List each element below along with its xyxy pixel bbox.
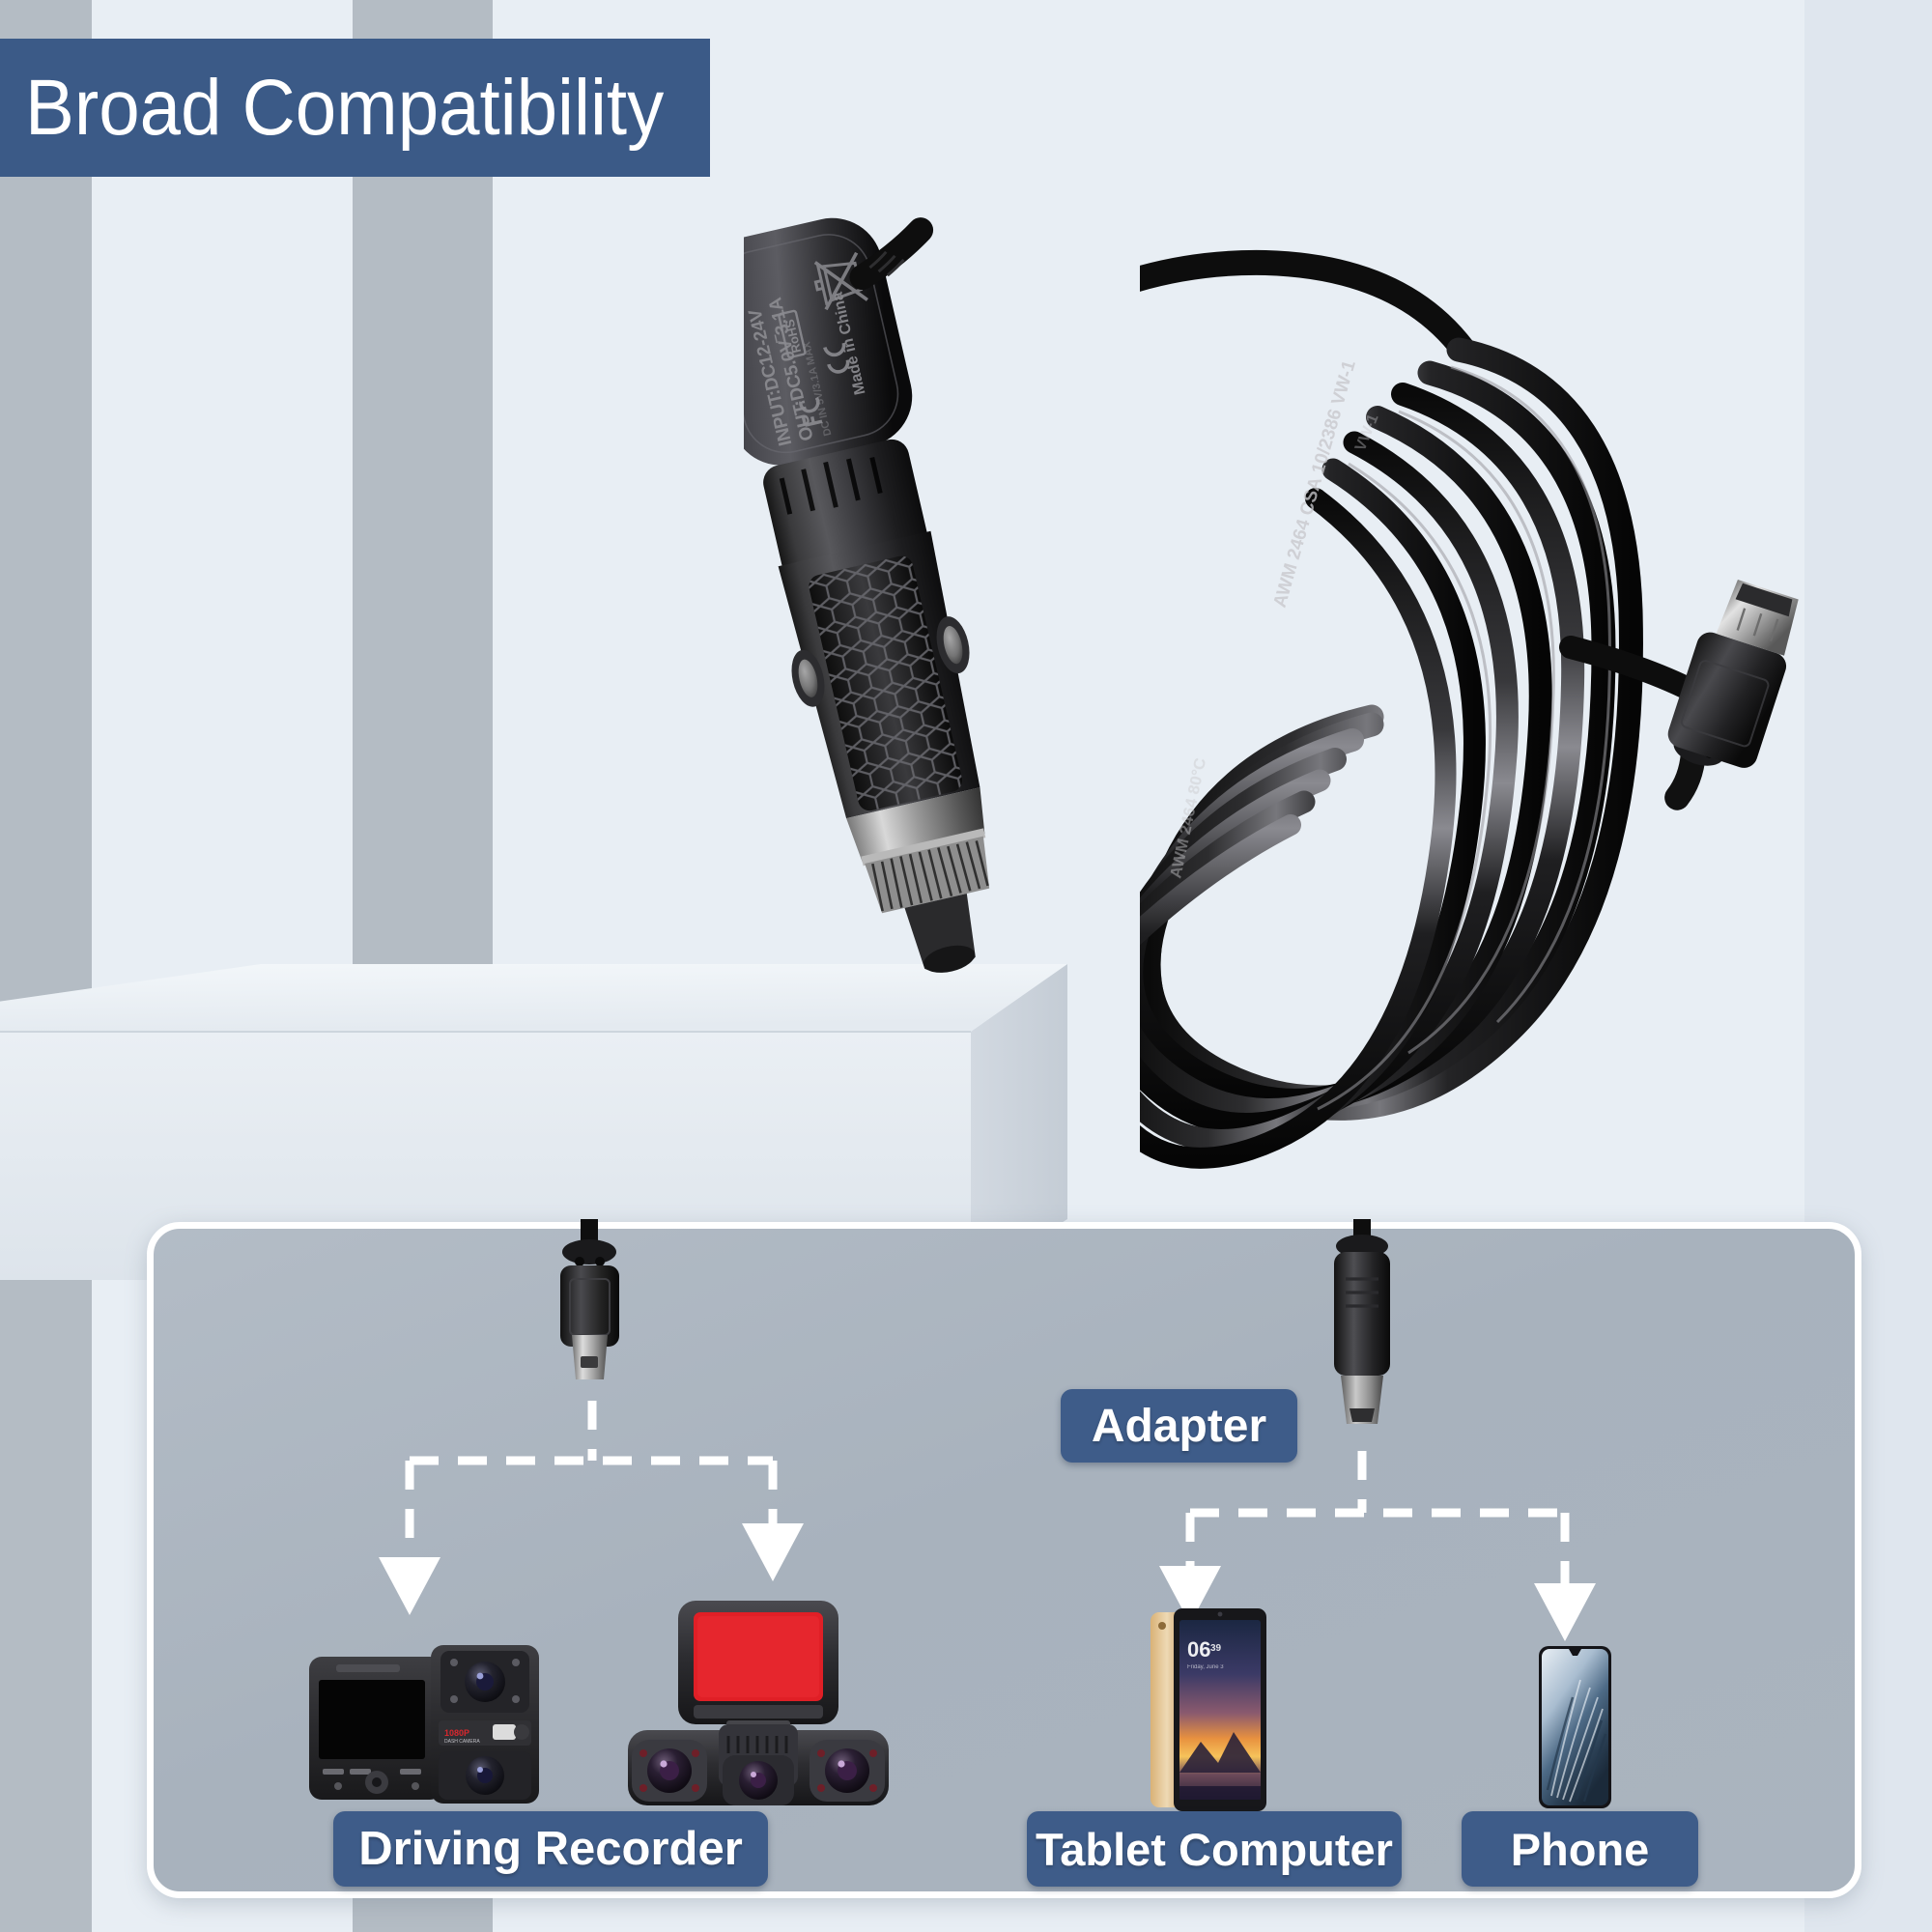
svg-text:06: 06 xyxy=(1187,1637,1210,1662)
badge-driving-recorder: Driving Recorder xyxy=(333,1811,768,1887)
adapter-connector-right-icon xyxy=(1309,1200,1415,1441)
badge-tablet-computer-label: Tablet Computer xyxy=(1036,1823,1393,1875)
svg-text:DASH CAMERA: DASH CAMERA xyxy=(444,1739,480,1745)
badge-phone-label: Phone xyxy=(1510,1823,1650,1875)
svg-text:1080P: 1080P xyxy=(444,1728,469,1738)
page-title-banner: Broad Compatibility xyxy=(0,39,710,177)
badge-adapter-label: Adapter xyxy=(1091,1400,1267,1452)
dashcam-device-2-image xyxy=(618,1599,898,1813)
badge-adapter: Adapter xyxy=(1061,1389,1297,1463)
badge-phone: Phone xyxy=(1462,1811,1698,1887)
mini-usb-connector-icon xyxy=(1664,580,1799,810)
phone-device-image xyxy=(1538,1645,1612,1809)
badge-tablet-computer: Tablet Computer xyxy=(1027,1811,1402,1887)
car-charger-product-image: INPUT:DC12-24V OUT:DC5.0V‾3.1A DC IN 5V/… xyxy=(700,203,1043,995)
dashcam-device-1-image: 1080P DASH CAMERA xyxy=(307,1639,549,1811)
svg-text:Friday, June 3: Friday, June 3 xyxy=(1187,1664,1224,1670)
coiled-cable-image: AWM 2464 CSA 10/2386 VW-1 AWM 2464 80°C … xyxy=(1069,145,1932,1236)
page-title: Broad Compatibility xyxy=(25,63,665,152)
background-stripe-0 xyxy=(0,0,92,1932)
tablet-device-image: 06 39 Friday, June 3 xyxy=(1145,1608,1299,1811)
product-pedestal xyxy=(0,956,1067,1281)
svg-text:39: 39 xyxy=(1210,1643,1222,1654)
badge-driving-recorder-label: Driving Recorder xyxy=(358,1823,743,1875)
mini-usb-connector-left-icon xyxy=(536,1200,642,1398)
